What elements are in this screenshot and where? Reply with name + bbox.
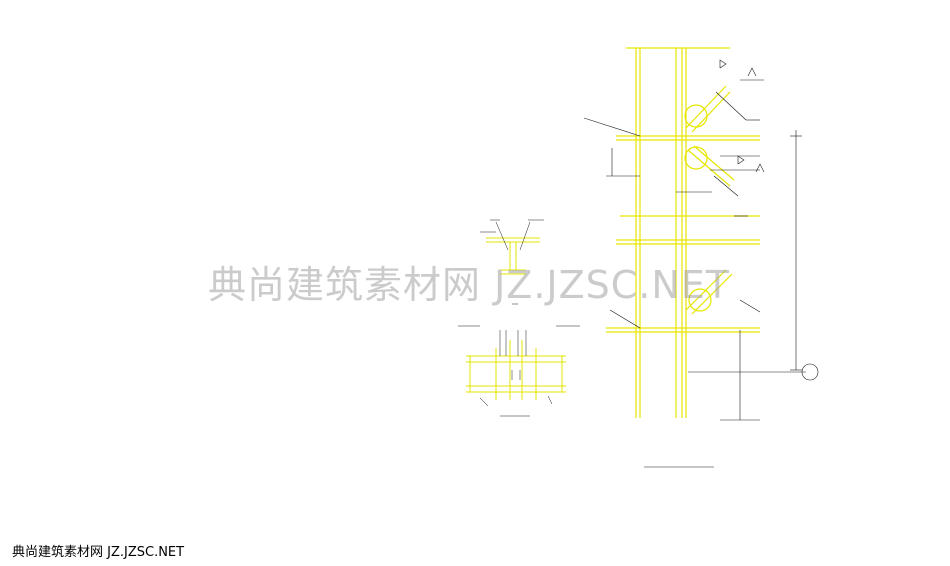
bolt-plate-top (684, 104, 708, 128)
column-elevation (606, 47, 760, 418)
watermark-text: 典尚建筑素材网 JZ.JZSC.NET (208, 263, 731, 307)
bolt-plate-low (688, 288, 712, 312)
brace-top (685, 85, 727, 129)
axis-bubble (801, 363, 819, 381)
section-detail-top (486, 237, 540, 275)
brace-mid (687, 149, 731, 187)
footer-text: 典尚建筑素材网 JZ.JZSC.NET (12, 545, 185, 560)
section-detail-bottom (466, 340, 566, 400)
annotations (583, 59, 819, 468)
brace-low (685, 269, 727, 311)
bolt-plate-mid (684, 146, 708, 170)
